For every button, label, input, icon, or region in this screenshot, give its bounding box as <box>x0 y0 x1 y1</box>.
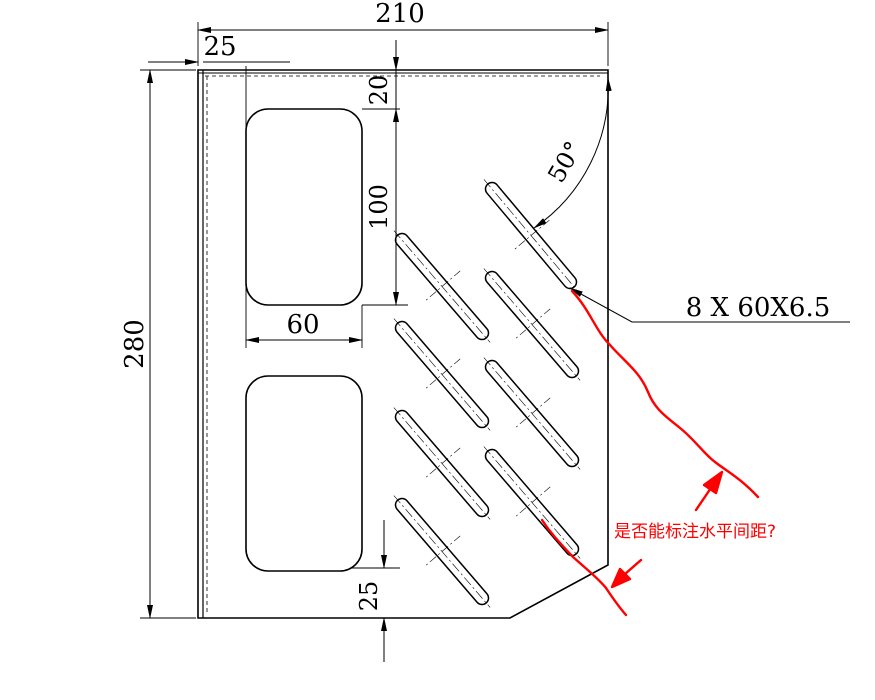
cutout-top <box>245 108 363 306</box>
red-markup <box>540 289 760 617</box>
red-hand-line-1 <box>570 289 760 499</box>
leader-line <box>569 287 850 323</box>
red-arrow-lower <box>610 558 643 589</box>
label-top-margin: 20 <box>365 75 393 106</box>
annotation-question: 是否能标注水平间距? <box>614 522 776 542</box>
red-hand-line-2 <box>540 518 628 617</box>
slot <box>393 407 491 520</box>
cutout-bottom <box>245 375 363 572</box>
extension-lines <box>140 22 609 619</box>
slot <box>393 318 491 431</box>
label-slot-callout: 8 X 60X6.5 <box>686 293 831 323</box>
plate-outline <box>197 69 609 619</box>
slot <box>393 495 491 608</box>
label-cutout-height: 100 <box>365 184 393 230</box>
dimension-labels: 210 25 20 100 60 280 25 50° 8 X 60X6.5 <box>120 0 830 611</box>
label-bottom-margin: 25 <box>355 581 383 612</box>
dimension-lines <box>147 27 850 662</box>
label-overall-width: 210 <box>375 0 425 29</box>
slot <box>483 357 581 470</box>
angle-arc-50 <box>533 77 612 229</box>
label-left-margin: 25 <box>203 32 236 62</box>
slot <box>483 268 581 381</box>
red-arrow-upper <box>694 470 724 512</box>
label-overall-height: 280 <box>120 319 150 369</box>
slot <box>483 446 581 559</box>
label-cutout-width: 60 <box>286 310 319 340</box>
slot-group <box>393 179 581 608</box>
hidden-edge-lines <box>205 75 600 614</box>
